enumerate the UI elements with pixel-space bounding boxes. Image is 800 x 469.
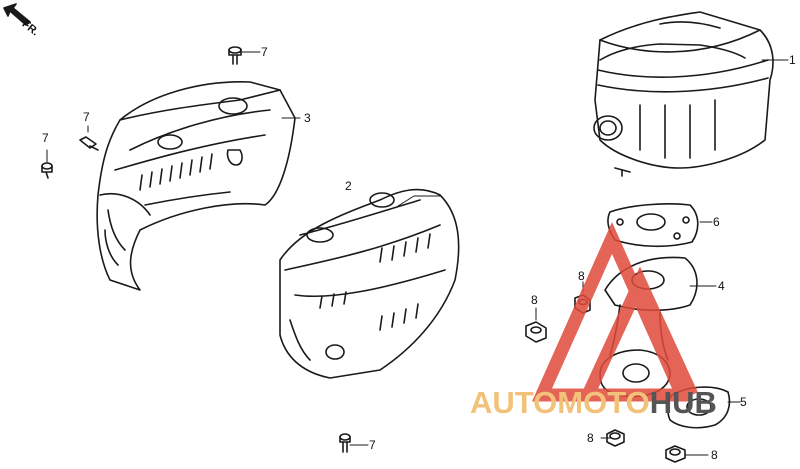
nut-left xyxy=(525,321,547,343)
bolt-left-upper xyxy=(79,136,99,151)
callout-7-left-lower: 7 xyxy=(42,131,49,145)
callout-7-bottom: 7 xyxy=(369,438,376,452)
watermark-logo-triangles xyxy=(531,222,698,402)
bolt-left-lower xyxy=(41,162,53,179)
nut-bottom-left xyxy=(606,429,625,447)
callout-8-right: 8 xyxy=(578,269,585,283)
callout-1: 1 xyxy=(789,53,796,67)
muffler-body xyxy=(593,11,774,177)
gasket-plate xyxy=(607,203,699,248)
callout-4: 4 xyxy=(718,279,725,293)
callout-7-left-upper: 7 xyxy=(83,110,90,124)
callout-3: 3 xyxy=(304,111,311,125)
callout-6: 6 xyxy=(713,215,720,229)
watermark-text: AUTOMOTOHUB xyxy=(470,385,717,421)
callout-8-bottom-left: 8 xyxy=(587,431,594,445)
watermark-part1: AUTOMOTO xyxy=(470,385,650,420)
callout-7-top: 7 xyxy=(261,45,268,59)
front-direction-arrow xyxy=(3,3,31,26)
nut-bottom-right xyxy=(665,445,686,463)
muffler-protector-lower xyxy=(279,188,460,379)
bolt-bottom xyxy=(339,433,351,453)
watermark-part2: HUB xyxy=(649,385,717,420)
callout-2: 2 xyxy=(345,179,352,193)
callout-5: 5 xyxy=(740,395,747,409)
muffler-protector-upper xyxy=(96,81,296,291)
leader-lines xyxy=(46,51,789,456)
callout-8-left: 8 xyxy=(531,293,538,307)
callout-8-bottom-right: 8 xyxy=(711,448,718,462)
bolt-top xyxy=(228,46,242,65)
exhaust-gasket xyxy=(666,386,731,429)
